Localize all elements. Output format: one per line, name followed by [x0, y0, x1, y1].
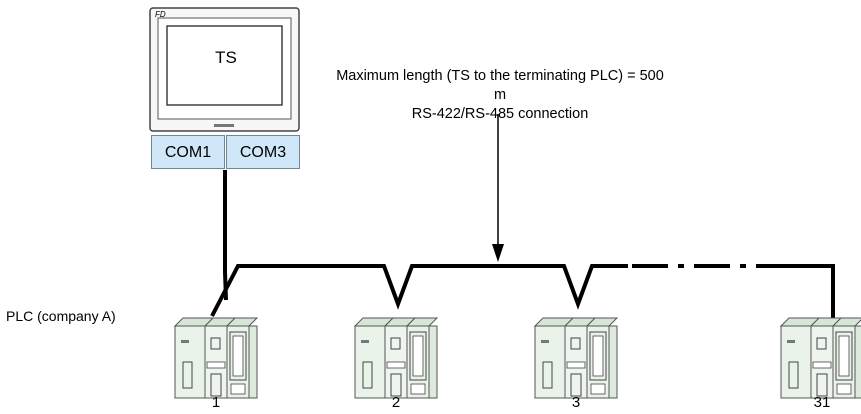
plc-unit-31: [780, 317, 861, 399]
trunk-line: [210, 264, 628, 317]
plc-number-3: 3: [571, 394, 581, 411]
plc-number-31: 31: [813, 394, 831, 411]
brand-plate-icon: [214, 124, 234, 127]
plc-unit-1: [174, 317, 258, 399]
cable-note: Maximum length (TS to the terminating PL…: [330, 67, 670, 124]
plc-number-1: 1: [211, 394, 221, 411]
com1-port: COM1: [151, 135, 225, 169]
touch-screen-device: [149, 7, 300, 132]
plc-unit-2: [354, 317, 438, 399]
plc-unit-3: [534, 317, 618, 399]
trunk-line-end: [762, 264, 835, 318]
cable-note-line2: RS-422/RS-485 connection: [411, 106, 589, 122]
plc-number-2: 2: [391, 394, 401, 411]
plc-label: PLC (company A): [6, 308, 116, 324]
ts-label: TS: [215, 48, 237, 67]
brand-logo: FD: [155, 10, 166, 19]
cable-note-line1: Maximum length (TS to the terminating PL…: [336, 68, 664, 103]
com1-cable: [223, 170, 228, 301]
annotation-arrow: [492, 114, 504, 262]
com3-port: COM3: [226, 135, 300, 169]
